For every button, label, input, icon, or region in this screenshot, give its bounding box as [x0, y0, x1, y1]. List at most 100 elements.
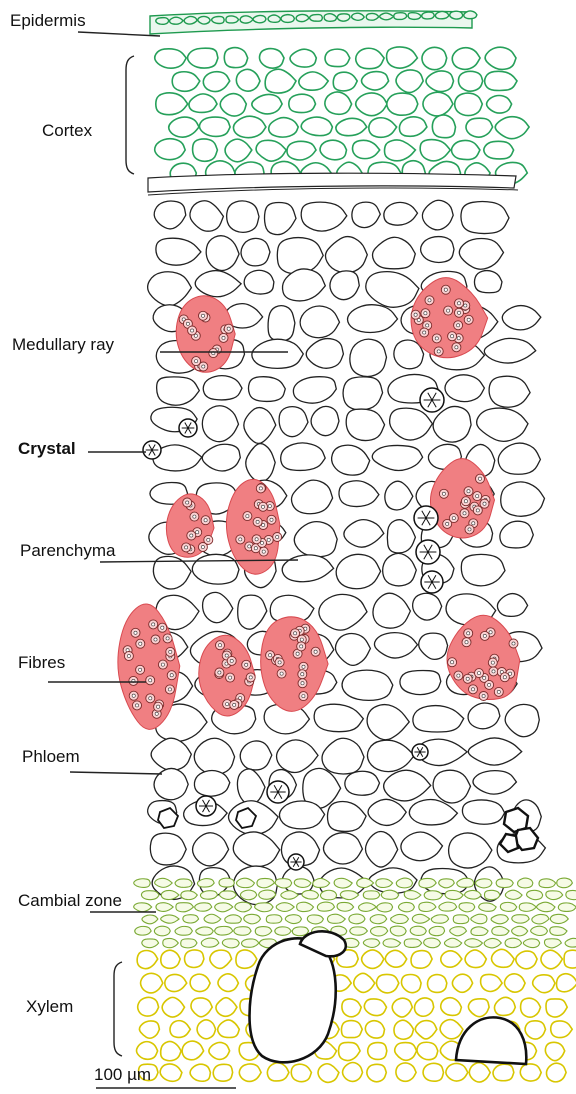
cambial-cell: [484, 938, 501, 947]
fibre-lumen: [256, 520, 259, 523]
cambial-cell: [505, 890, 522, 899]
cambial-cell: [550, 927, 567, 936]
parenchyma-cell: [421, 237, 454, 263]
xylem-cell: [138, 997, 159, 1016]
parenchyma-cell: [489, 376, 530, 407]
cambial-cell: [219, 878, 234, 887]
epidermis-cell: [268, 15, 281, 22]
parenchyma-cell: [192, 554, 239, 584]
cambial-cell: [363, 939, 379, 948]
fibre-lumen: [202, 365, 205, 368]
fibre-lumen: [230, 659, 233, 662]
cortex-cell: [333, 72, 357, 91]
epidermis-leader: [78, 32, 160, 36]
fibre-lumen: [218, 671, 221, 674]
epidermis-cell: [366, 13, 379, 20]
xylem-cell: [564, 950, 576, 968]
fibre-lumen: [467, 632, 470, 635]
cambial-cell: [156, 903, 173, 912]
fibre-lumen: [259, 487, 262, 490]
cambial-cell: [302, 890, 319, 899]
xylem-cell: [376, 974, 398, 993]
parenchyma-cell: [327, 802, 366, 832]
parenchyma-cell: [350, 339, 387, 376]
fibre-lumen: [451, 335, 454, 338]
label-scale-bar: 100 µm: [94, 1066, 151, 1083]
cambial-cell: [518, 878, 533, 888]
parenchyma-cell: [306, 339, 343, 369]
fibre-lumen: [435, 337, 438, 340]
xylem-cell: [342, 999, 361, 1017]
cambial-cell: [197, 879, 214, 887]
parenchyma-cell: [449, 833, 492, 868]
cambial-cell: [527, 890, 543, 899]
xylem-cell: [452, 974, 472, 992]
parenchyma-cell: [202, 406, 238, 442]
parenchyma-cell: [157, 377, 200, 405]
epidermis-cell: [212, 16, 225, 23]
parenchyma-cell: [203, 592, 233, 622]
xylem-cell: [533, 975, 555, 993]
cortex-cell: [193, 139, 218, 161]
parenchyma-cell: [335, 633, 370, 665]
cortex-layer: [155, 47, 529, 185]
fibre-lumen: [447, 309, 450, 312]
fibre-lumen: [464, 500, 467, 503]
cortex-cell: [224, 48, 247, 68]
cambial-cell: [134, 879, 151, 888]
fibre-lumen: [471, 688, 474, 691]
fibre-lumen: [503, 676, 506, 679]
fibre-lumen: [483, 676, 486, 679]
xylem-bracket: [114, 962, 122, 1056]
fibre-lumen: [154, 638, 157, 641]
parenchyma-cell: [241, 238, 270, 265]
xylem-cell: [362, 950, 384, 969]
cambial-cell: [337, 902, 354, 911]
fibre-bundle: [176, 296, 235, 373]
cambial-cell: [240, 890, 256, 900]
xylem-cell: [182, 1041, 203, 1060]
parenchyma-cell: [194, 738, 234, 774]
epidermis-cell: [156, 18, 169, 25]
parenchyma-cell: [368, 799, 406, 825]
parenchyma-cell: [344, 520, 384, 548]
xylem-cell: [551, 1021, 573, 1038]
cortex-cell: [387, 47, 418, 68]
cambial-cell: [234, 927, 251, 936]
fibre-lumen: [476, 495, 479, 498]
cortex-cell: [452, 48, 480, 70]
fibre-lumen: [218, 644, 221, 647]
parenchyma-cell: [194, 771, 229, 797]
label-medullary-ray: Medullary ray: [12, 336, 114, 353]
fibre-lumen: [492, 670, 495, 673]
parenchyma-cell: [339, 481, 379, 507]
parenchyma-cell: [477, 408, 528, 441]
fibre-lumen: [190, 534, 193, 537]
cambial-cell: [550, 914, 568, 923]
parenchyma-cell: [348, 305, 398, 333]
parenchyma-cell: [343, 377, 383, 410]
cambial-cell: [317, 902, 334, 911]
fibre-lumen: [233, 703, 236, 706]
xylem-cell: [394, 1020, 414, 1039]
cambial-cell: [453, 915, 469, 924]
epidermis-cell: [296, 14, 309, 21]
parenchyma-cell: [330, 271, 359, 300]
cambial-cell: [242, 939, 259, 947]
xylem-cell: [190, 974, 210, 991]
cortex-cell: [301, 117, 332, 136]
xylem-cell: [367, 1064, 386, 1081]
cambial-cell: [285, 915, 301, 924]
fibre-lumen: [193, 515, 196, 518]
parenchyma-cell: [433, 770, 470, 803]
fibre-lumen: [155, 712, 158, 715]
parenchyma-cell: [413, 593, 442, 620]
cambial-cell: [531, 926, 548, 935]
cambial-cell: [275, 879, 292, 888]
fibre-lumen: [132, 694, 135, 697]
fibre-lumen: [296, 652, 299, 655]
xylem-cell: [441, 998, 462, 1016]
cortex-cell: [396, 70, 423, 93]
xylem-vessel: [250, 931, 346, 1062]
cambial-cell: [183, 915, 199, 923]
